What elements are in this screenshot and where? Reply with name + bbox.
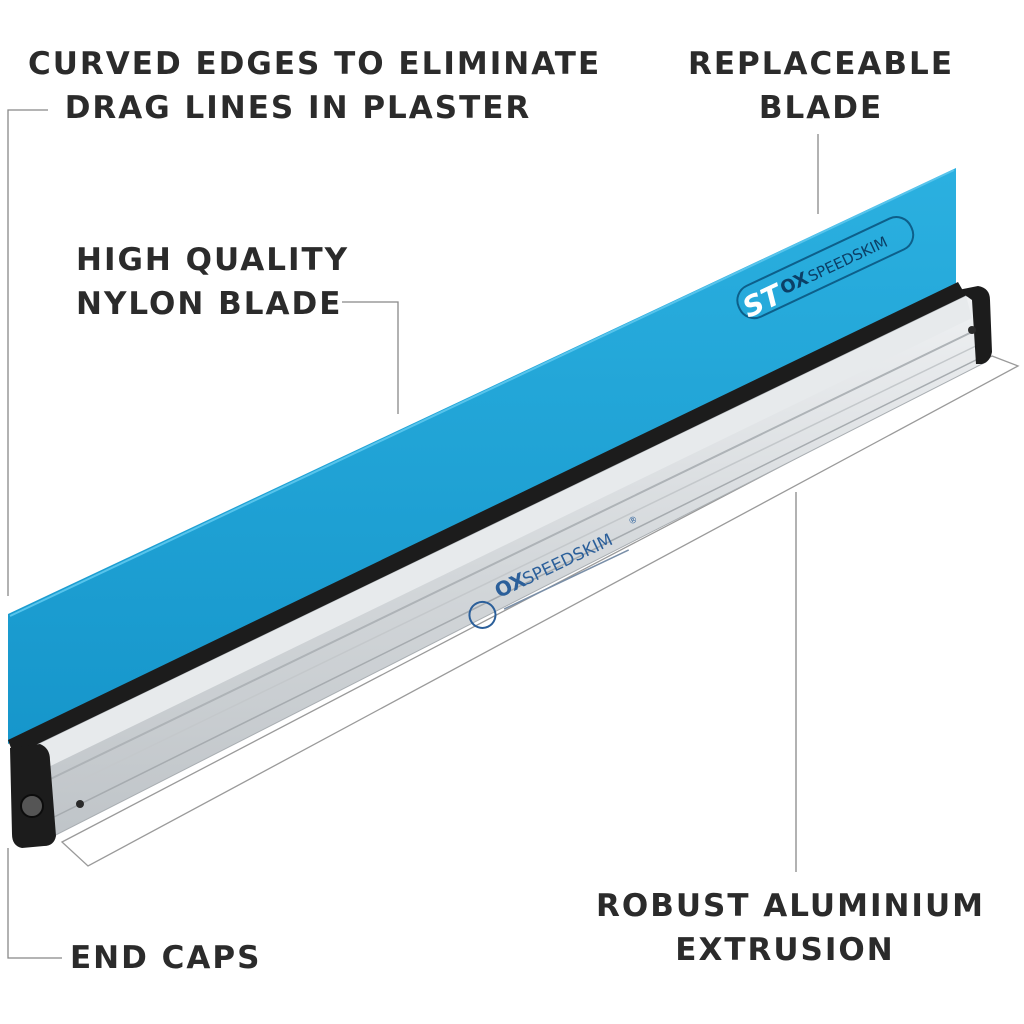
callout-nylon-blade-line1: HIGH QUALITY xyxy=(76,242,350,278)
leader-end-caps xyxy=(7,848,62,959)
leader-nylon-blade xyxy=(342,301,399,414)
callout-nylon-blade: HIGH QUALITY NYLON BLADE xyxy=(76,238,350,326)
blade-highlight xyxy=(9,169,955,617)
callout-end-caps-line1: END CAPS xyxy=(70,940,262,976)
base-outline xyxy=(60,355,1020,867)
blade-logo-frame xyxy=(736,216,915,320)
extrusion-top-face xyxy=(14,296,972,776)
rivet-hole-right xyxy=(968,326,976,334)
leader-curved-edges xyxy=(7,109,48,596)
nylon-blade xyxy=(8,168,956,744)
callout-nylon-blade-line2: NYLON BLADE xyxy=(76,286,343,322)
callout-curved-edges-line1: CURVED EDGES TO ELIMINATE xyxy=(28,46,602,82)
callout-curved-edges-line2: DRAG LINES IN PLASTER xyxy=(64,90,532,126)
extrusion-groove-1 xyxy=(35,329,977,787)
callout-extrusion-line2: EXTRUSION xyxy=(675,932,895,968)
ox-head-icon xyxy=(468,600,497,629)
callout-extrusion: ROBUST ALUMINIUM EXTRUSION xyxy=(596,884,985,972)
callout-end-caps: END CAPS xyxy=(70,936,270,980)
extrusion-groove-2 xyxy=(39,343,981,801)
callout-replaceable-blade: REPLACEABLE BLADE xyxy=(676,42,966,130)
extrusion-groove-3 xyxy=(43,355,985,823)
blade-clamp xyxy=(8,282,966,756)
callout-curved-edges: CURVED EDGES TO ELIMINATE DRAG LINES IN … xyxy=(28,42,602,130)
rivet-hole-left xyxy=(76,800,84,808)
body-tagline-line xyxy=(503,549,630,610)
right-end-cap xyxy=(958,286,992,364)
callout-replaceable-blade-line2: BLADE xyxy=(758,90,884,126)
trademark-mark: ® xyxy=(627,515,639,528)
end-cap-hole xyxy=(20,794,44,818)
callout-extrusion-line1: ROBUST ALUMINIUM xyxy=(596,888,985,924)
callout-replaceable-blade-line1: REPLACEABLE xyxy=(688,46,954,82)
